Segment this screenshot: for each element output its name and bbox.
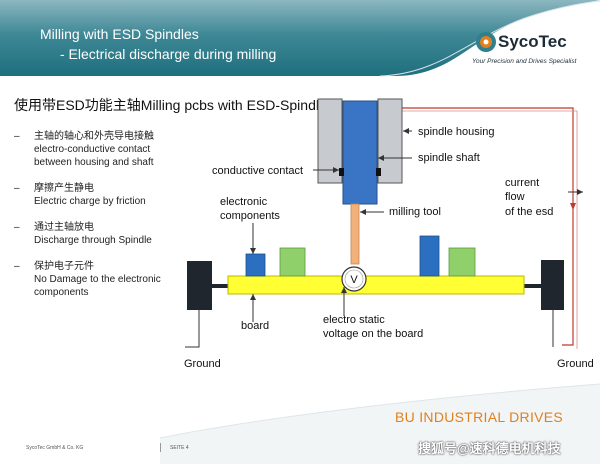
bullet-zh: 主轴的轴心和外壳导电接触	[34, 131, 154, 142]
bullet-dash: –	[14, 131, 20, 142]
current-flow-path-shadow	[382, 110, 578, 349]
ground-line-left	[185, 310, 200, 348]
bullet-en: components	[34, 287, 89, 298]
label-current-flow: current	[505, 177, 540, 189]
logo-tagline: Your Precision and Drives Specialist	[472, 58, 577, 65]
arrow-components	[250, 248, 256, 254]
label-electro-static-voltage: electro static	[323, 314, 385, 326]
conductive-contact-right	[376, 168, 381, 176]
bullet-en: Electric charge by friction	[34, 196, 146, 207]
slide-subtitle: 使用带ESD功能主轴Milling pcbs with ESD-Spindle	[14, 97, 327, 113]
watermark: 搜狐号@速科德电机科技	[418, 441, 561, 456]
sycotec-logo: SycoTec Your Precision and Drives Specia…	[468, 26, 588, 72]
component-green-right	[448, 247, 476, 277]
bullet-dash: –	[14, 222, 20, 233]
footer-swoosh	[159, 383, 600, 464]
footer-divider	[160, 443, 161, 452]
ground-post-left	[187, 261, 212, 310]
bullet-zh: 保护电子元件	[34, 261, 94, 272]
label-conductive-contact: conductive contact	[212, 165, 304, 177]
pcb-board	[227, 275, 525, 295]
bullet-zh: 摩擦产生静电	[34, 183, 94, 194]
bullet-en: between housing and shaft	[34, 157, 154, 168]
component-blue-right	[419, 235, 440, 277]
conductive-contact-left	[339, 168, 344, 176]
arrow-board	[250, 294, 256, 300]
label-spindle-shaft: spindle shaft	[418, 152, 480, 164]
label-ground-left: Ground	[184, 358, 221, 370]
bullet-en: Discharge through Spindle	[34, 235, 152, 246]
label-board: board	[241, 320, 270, 332]
arrow-contact	[333, 167, 339, 173]
footer-page: SEITE 4	[170, 445, 189, 451]
label-current-flow: of the esd	[505, 206, 554, 218]
footer-division: BU INDUSTRIAL DRIVES	[395, 409, 564, 425]
bullet-dash: –	[14, 183, 20, 194]
sycotec-logo-icon	[476, 32, 496, 52]
arrow-shaft	[378, 155, 384, 161]
milling-tool	[350, 203, 360, 265]
label-ground-right: Ground	[557, 358, 594, 370]
label-current-flow: flow	[505, 191, 525, 203]
voltmeter-icon: V	[341, 266, 367, 292]
bullet-dash: –	[14, 261, 20, 272]
component-blue-left	[245, 253, 266, 277]
arrow-housing	[403, 128, 409, 134]
header-curve	[0, 0, 600, 80]
voltmeter-label: V	[350, 274, 358, 286]
ground-post-right	[541, 260, 564, 310]
label-electronic-components: components	[220, 210, 280, 222]
current-direction-arrow	[570, 203, 576, 210]
bullet-en: No Damage to the electronic	[34, 274, 161, 285]
arrow-voltage	[341, 287, 347, 293]
label-electronic-components: electronic	[220, 196, 268, 208]
component-green-left	[279, 247, 306, 277]
spindle-housing-right	[377, 98, 403, 184]
label-electro-static-voltage: voltage on the board	[323, 328, 424, 340]
arrow-tool	[360, 209, 366, 215]
spindle-housing-left	[317, 98, 343, 184]
header-subtitle: - Electrical discharge during milling	[60, 46, 277, 62]
bullet-zh: 通过主轴放电	[34, 222, 94, 233]
footer-company: SycoTec GmbH & Co. KG	[26, 445, 84, 451]
label-spindle-housing: spindle housing	[418, 126, 495, 138]
bullet-en: electro-conductive contact	[34, 144, 151, 155]
logo-name: SycoTec	[498, 32, 567, 51]
arrow-current	[577, 189, 583, 195]
spindle-shaft	[342, 100, 378, 205]
label-milling-tool: milling tool	[389, 206, 441, 218]
header-title: Milling with ESD Spindles	[40, 26, 199, 42]
